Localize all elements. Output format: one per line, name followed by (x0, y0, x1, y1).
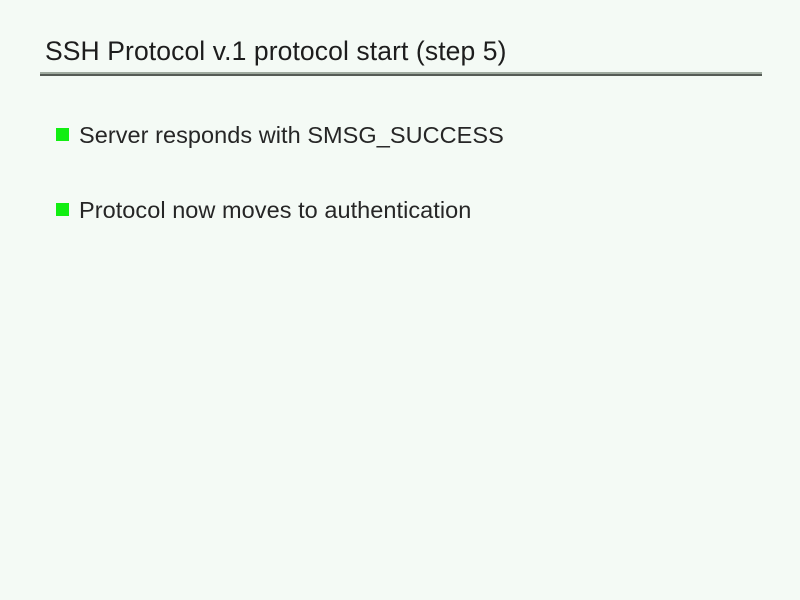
green-square-bullet-icon (56, 203, 69, 216)
green-square-bullet-icon (56, 128, 69, 141)
list-item-label: Server responds with SMSG_SUCCESS (79, 122, 504, 148)
list-item-label: Protocol now moves to authentication (79, 197, 472, 223)
list-item: Server responds with SMSG_SUCCESS (56, 120, 756, 150)
title-divider (40, 72, 762, 76)
title-block: SSH Protocol v.1 protocol start (step 5) (40, 34, 762, 76)
list-item: Protocol now moves to authentication (56, 195, 756, 225)
page-title: SSH Protocol v.1 protocol start (step 5) (45, 36, 507, 66)
bullet-list: Server responds with SMSG_SUCCESS Protoc… (56, 120, 756, 270)
